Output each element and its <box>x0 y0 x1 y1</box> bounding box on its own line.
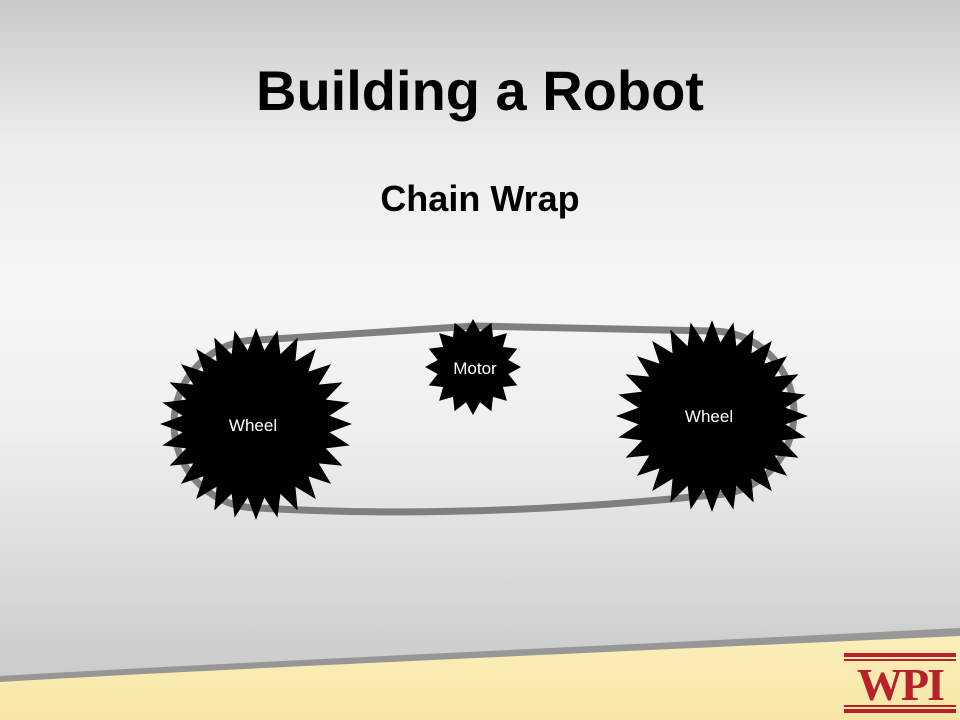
chain-bottom <box>254 491 716 516</box>
footer-cream-band <box>0 636 960 720</box>
slide-subtitle: Chain Wrap <box>380 178 580 219</box>
logo-rule-bottom <box>844 705 956 707</box>
right-wheel-label: Wheel <box>685 407 733 426</box>
logo-rule-bottom-2 <box>844 709 956 713</box>
slide-title: Building a Robot <box>256 59 704 122</box>
motor-label: Motor <box>453 359 497 378</box>
right-wheel-gear <box>616 320 808 512</box>
wpi-logo-text: WPI <box>857 659 944 710</box>
wpi-logo: WPI <box>844 653 956 713</box>
left-wheel-gear <box>160 328 352 520</box>
logo-rule-top-2 <box>844 659 956 661</box>
logo-rule-top <box>844 653 956 657</box>
chain-top-right <box>471 322 716 335</box>
chain-top-left <box>254 322 479 344</box>
left-wheel-label: Wheel <box>229 416 277 435</box>
motor-gear <box>425 319 521 415</box>
